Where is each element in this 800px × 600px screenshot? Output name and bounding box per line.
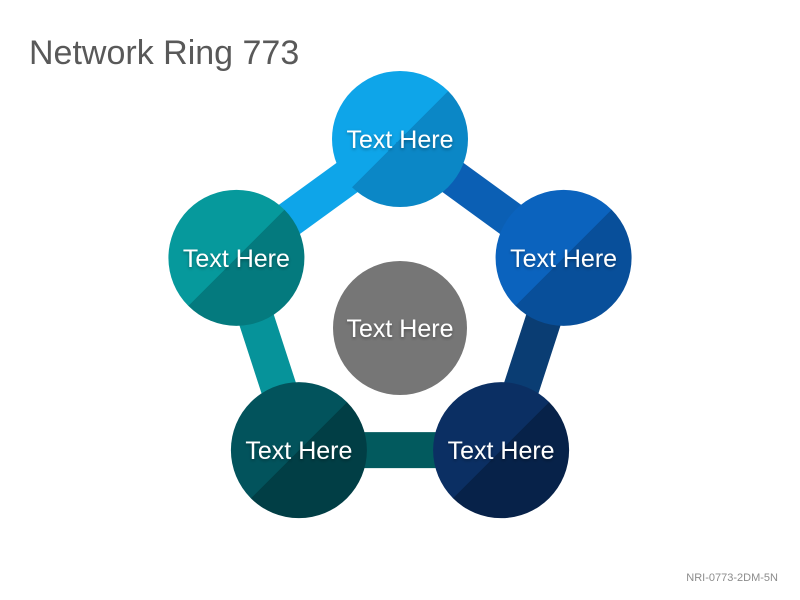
center-node-label: Text Here <box>347 315 454 343</box>
ring-node-4[interactable]: Text Here <box>230 382 367 519</box>
ring-node-1[interactable]: Text Here <box>332 71 468 207</box>
ring-node-3[interactable]: Text Here <box>433 382 570 519</box>
center-node-group: Text Here <box>333 261 467 395</box>
page-title: Network Ring 773 <box>29 34 300 72</box>
center-node[interactable]: Text Here <box>333 261 467 395</box>
ring-node-5[interactable]: Text Here <box>168 189 305 326</box>
slide-code: NRI-0773-2DM-5N <box>686 572 778 584</box>
ring-node-1-circle <box>332 71 468 207</box>
ring-node-4-circle <box>230 382 367 519</box>
ring-node-5-label: Text Here <box>183 245 290 273</box>
ring-node-2[interactable]: Text Here <box>495 189 632 326</box>
ring-node-5-circle <box>168 189 305 326</box>
ring-node-2-label: Text Here <box>510 245 617 273</box>
ring-node-4-label: Text Here <box>245 437 352 465</box>
ring-node-2-circle <box>495 189 632 326</box>
ring-node-3-circle <box>433 382 570 519</box>
center-node-circle <box>333 261 467 395</box>
ring-node-3-label: Text Here <box>448 437 555 465</box>
ring-node-1-label: Text Here <box>347 126 454 154</box>
